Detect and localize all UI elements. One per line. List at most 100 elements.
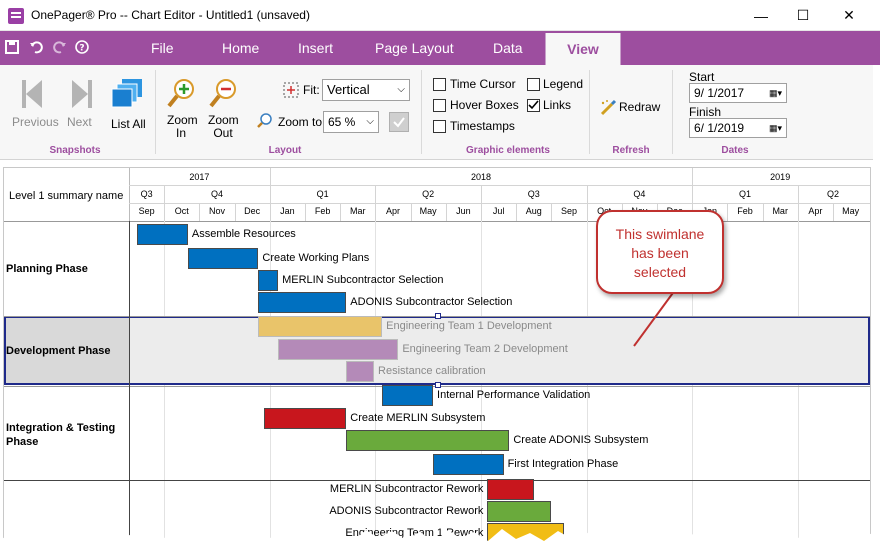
links-checkbox[interactable] (527, 99, 540, 112)
month-divider (586, 203, 588, 221)
quarter-gridline (692, 221, 694, 557)
month-tick-label: Apr (808, 206, 823, 216)
task-label: Internal Performance Validation (437, 389, 591, 401)
quarter-gridline (375, 221, 377, 557)
month-divider (727, 203, 729, 221)
month-divider (551, 203, 553, 221)
previous-snapshot-label: Previous (12, 115, 59, 129)
tab-home[interactable]: Home (222, 40, 260, 56)
legend-checkbox[interactable] (527, 78, 540, 91)
task-label: Create MERLIN Subsystem (350, 412, 486, 424)
task-bar[interactable] (264, 408, 347, 429)
calendar-icon: ▦▾ (768, 123, 782, 133)
zoom-in-icon[interactable] (166, 78, 196, 110)
quarter-divider (797, 185, 799, 203)
task-label: MERLIN Subcontractor Selection (282, 274, 444, 286)
month-divider (410, 203, 412, 221)
list-all-snapshots-icon[interactable] (110, 77, 146, 111)
quarter-divider (481, 185, 482, 203)
redo-icon[interactable] (52, 40, 68, 56)
finish-date-picker[interactable]: 6/ 1/2019 ▦▾ (689, 118, 787, 138)
month-divider (762, 203, 764, 221)
apply-zoom-button[interactable] (389, 112, 409, 132)
quarter-gridline (797, 221, 799, 557)
quarter-tick-label: Q2 (826, 189, 839, 199)
redraw-icon[interactable] (599, 99, 617, 117)
redraw-label[interactable]: Redraw (619, 100, 661, 114)
start-date-picker[interactable]: 9/ 1/2017 ▦▾ (689, 83, 787, 103)
tab-insert[interactable]: Insert (298, 40, 334, 56)
tab-data[interactable]: Data (493, 40, 523, 56)
callout-line2: has been (631, 245, 689, 261)
close-button[interactable]: ✕ (843, 7, 855, 23)
svg-text:?: ? (79, 44, 84, 54)
selection-handle[interactable] (435, 382, 441, 388)
zoom-out-label-line2: Out (213, 126, 233, 140)
save-icon[interactable] (4, 40, 20, 56)
zoom-out-icon[interactable] (208, 78, 238, 110)
ribbon-separator (672, 70, 673, 154)
month-tick-label: May (419, 206, 437, 216)
previous-snapshot-icon[interactable] (20, 78, 50, 110)
quarter-gridline (164, 221, 166, 557)
task-bar[interactable] (278, 339, 399, 360)
next-snapshot-icon[interactable] (66, 78, 96, 110)
month-divider (340, 203, 342, 221)
dates-group-label: Dates (721, 145, 749, 156)
undo-icon[interactable] (28, 40, 44, 56)
month-divider (305, 203, 306, 221)
swimlane-label[interactable]: Development Phase (6, 345, 111, 357)
month-tick-label: Jul (492, 206, 505, 216)
task-bar[interactable] (187, 248, 259, 269)
task-bar[interactable] (258, 292, 347, 313)
minimize-button[interactable]: — (754, 7, 768, 24)
task-bar[interactable] (382, 385, 434, 406)
swimlane-selected-callout[interactable]: This swimlane has been selected (596, 210, 724, 294)
task-bar[interactable] (346, 361, 375, 382)
task-bar[interactable] (258, 270, 279, 291)
finish-date-value: 6/ 1/2019 (694, 121, 745, 135)
month-divider (199, 203, 201, 221)
help-icon[interactable]: ? (74, 40, 90, 56)
time-cursor-checkbox[interactable] (433, 78, 446, 91)
quarter-tick-label: Q2 (422, 189, 435, 199)
selection-handle[interactable] (435, 313, 441, 319)
window-title: OnePager® Pro -- Chart Editor - Untitled… (31, 8, 310, 22)
quarter-gridline (586, 221, 588, 557)
task-label: Resistance calibration (378, 365, 486, 377)
hover-boxes-checkbox[interactable] (433, 99, 446, 112)
links-label: Links (543, 98, 572, 112)
task-bar[interactable] (258, 316, 383, 337)
timestamps-checkbox[interactable] (433, 120, 446, 133)
gantt-chart[interactable]: SepOctNovDecJanFebMarAprMayJunJulAugSepO… (3, 167, 871, 558)
task-bar[interactable] (487, 501, 551, 522)
legend-label: Legend (543, 77, 584, 91)
zoom-to-label: Zoom to: (278, 115, 326, 129)
year-tick-label: 2018 (470, 172, 491, 182)
fit-value: Vertical (327, 82, 370, 97)
tab-file[interactable]: File (151, 40, 174, 56)
callout-line1: This swimlane (615, 226, 705, 242)
time-cursor-label: Time Cursor (450, 77, 516, 91)
task-bar[interactable] (346, 430, 510, 451)
month-divider (516, 203, 518, 221)
start-date-value: 9/ 1/2017 (694, 86, 745, 100)
month-divider (164, 203, 166, 221)
tab-page-layout[interactable]: Page Layout (375, 40, 454, 56)
month-tick-label: Apr (385, 206, 400, 216)
maximize-button[interactable]: ☐ (796, 7, 810, 23)
start-date-label: Start (689, 70, 715, 84)
month-tick-label: Mar (350, 206, 366, 216)
task-bar[interactable] (137, 224, 188, 245)
fit-dropdown[interactable]: Vertical ⌵ (322, 79, 410, 101)
title-bar: OnePager® Pro -- Chart Editor - Untitled… (0, 0, 880, 31)
tab-view[interactable]: View (545, 33, 621, 65)
quarter-tick-label: Q3 (140, 189, 153, 199)
task-bar[interactable] (487, 479, 534, 500)
ribbon-separator (589, 70, 590, 154)
month-tick-label: May (842, 206, 860, 216)
zoom-out-label-line1: Zoom (208, 113, 239, 127)
ribbon-separator (421, 70, 422, 154)
zoom-to-dropdown[interactable]: 65 % ⌵ (323, 111, 379, 133)
task-bar[interactable] (433, 454, 504, 475)
